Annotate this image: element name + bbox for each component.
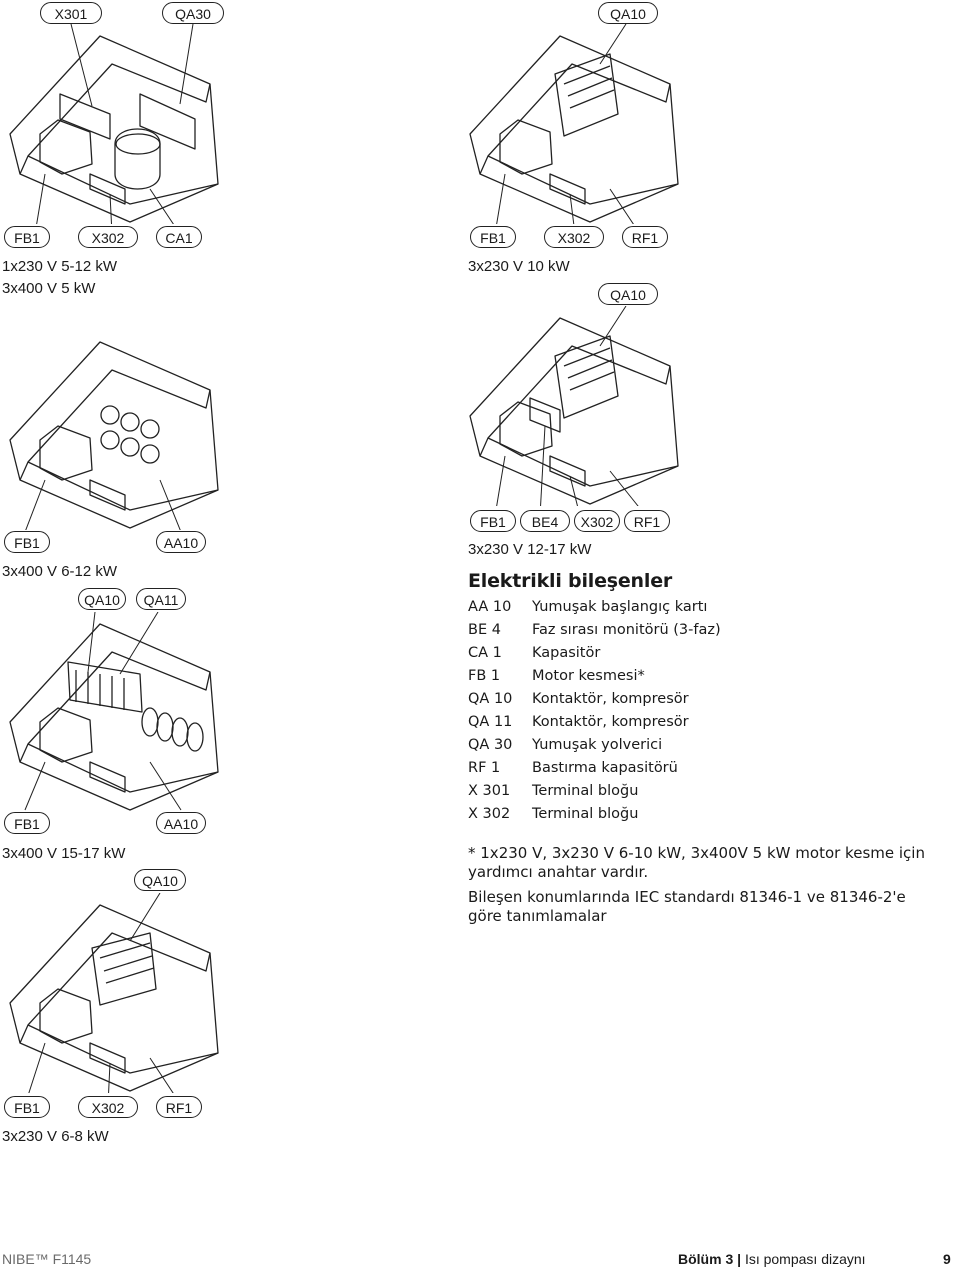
legend-row: X 302 Terminal bloğu [468, 803, 938, 826]
label-tag: RF1 [624, 510, 670, 532]
label-tag: FB1 [4, 1096, 50, 1118]
legend-row: RF 1 Bastırma kapasitörü [468, 757, 938, 780]
footer-separator: | [737, 1251, 742, 1267]
legend-code: X 301 [468, 783, 511, 799]
panel-caption: 3x230 V 10 kW [468, 258, 570, 275]
label-tag: X302 [574, 510, 620, 532]
label-tag: RF1 [156, 1096, 202, 1118]
footer-chapter: Bölüm 3 [678, 1251, 734, 1267]
label-tag: QA30 [162, 2, 224, 24]
label-tag: BE4 [520, 510, 570, 532]
unit-diagram-6 [9, 893, 219, 1093]
legend-code: FB 1 [468, 668, 501, 684]
label-tag: AA10 [156, 531, 206, 553]
label-tag: AA10 [156, 812, 206, 834]
label-tag: FB1 [470, 510, 516, 532]
legend-row: CA 1 Kapasitör [468, 642, 938, 665]
panel-caption: 3x400 V 5 kW [2, 280, 96, 297]
legend-desc: Yumuşak yolverici [532, 737, 663, 753]
legend-desc: Kontaktör, kompresör [532, 714, 689, 730]
page-number: 9 [943, 1251, 951, 1267]
label-tag: RF1 [622, 226, 668, 248]
legend-row: BE 4 Faz sırası monitörü (3-faz) [468, 619, 938, 642]
label-tag: X302 [78, 1096, 138, 1118]
footer-section: Isı pompası dizaynı [744, 1251, 866, 1267]
legend-desc: Motor kesmesi* [532, 668, 645, 684]
panel-caption: 3x400 V 15-17 kW [2, 845, 126, 862]
legend-desc: Faz sırası monitörü (3-faz) [532, 622, 721, 638]
label-tag: FB1 [4, 226, 50, 248]
label-tag: FB1 [470, 226, 516, 248]
legend-code: QA 11 [468, 714, 513, 730]
unit-diagram-2 [469, 24, 679, 224]
legend-row: X 301 Terminal bloğu [468, 780, 938, 803]
label-tag: QA11 [136, 588, 186, 610]
component-legend: Elektrikli bileşenler AA 10 Yumuşak başla… [468, 570, 938, 926]
legend-row: QA 30 Yumuşak yolverici [468, 734, 938, 757]
legend-row: FB 1 Motor kesmesi* [468, 665, 938, 688]
legend-row: QA 10 Kontaktör, kompresör [468, 688, 938, 711]
legend-row: AA 10 Yumuşak başlangıç kartı [468, 596, 938, 619]
panel-caption: 1x230 V 5-12 kW [2, 258, 118, 275]
legend-desc: Terminal bloğu [532, 783, 639, 799]
legend-row: QA 11 Kontaktör, kompresör [468, 711, 938, 734]
legend-desc: Kontaktör, kompresör [532, 691, 689, 707]
legend-desc: Terminal bloğu [532, 806, 639, 822]
legend-code: AA 10 [468, 599, 512, 615]
unit-diagram-1 [9, 24, 219, 224]
legend-desc: Yumuşak başlangıç kartı [532, 599, 708, 615]
footer-chapter-line: Bölüm 3 | Isı pompası dizaynı [678, 1251, 866, 1267]
footer-brand: NIBE™ F1145 [2, 1251, 92, 1267]
legend-code: CA 1 [468, 645, 502, 661]
label-tag: QA10 [134, 869, 186, 891]
label-tag: QA10 [598, 283, 658, 305]
unit-diagram-3 [469, 306, 679, 506]
panel-caption: 3x230 V 12-17 kW [468, 541, 592, 558]
label-tag: FB1 [4, 531, 50, 553]
standards-note: Bileşen konumlarında IEC standardı 81346… [468, 888, 906, 925]
legend-code: QA 30 [468, 737, 513, 753]
footnote: * 1x230 V, 3x230 V 6-10 kW, 3x400V 5 kW … [468, 844, 925, 881]
label-tag: X302 [78, 226, 138, 248]
unit-diagram-5 [9, 612, 219, 811]
panel-caption: 3x400 V 6-12 kW [2, 563, 118, 580]
label-tag: QA10 [598, 2, 658, 24]
label-tag: QA10 [78, 588, 126, 610]
label-tag: CA1 [156, 226, 202, 248]
label-tag: FB1 [4, 812, 50, 834]
label-tag: X302 [544, 226, 604, 248]
legend-code: BE 4 [468, 622, 501, 638]
legend-desc: Kapasitör [532, 645, 601, 661]
label-tag: X301 [40, 2, 102, 24]
legend-code: X 302 [468, 806, 511, 822]
panel-caption: 3x230 V 6-8 kW [2, 1128, 109, 1145]
legend-code: RF 1 [468, 760, 501, 776]
legend-desc: Bastırma kapasitörü [532, 760, 678, 776]
legend-title: Elektrikli bileşenler [468, 570, 673, 592]
unit-diagram-4 [9, 341, 219, 530]
legend-code: QA 10 [468, 691, 513, 707]
